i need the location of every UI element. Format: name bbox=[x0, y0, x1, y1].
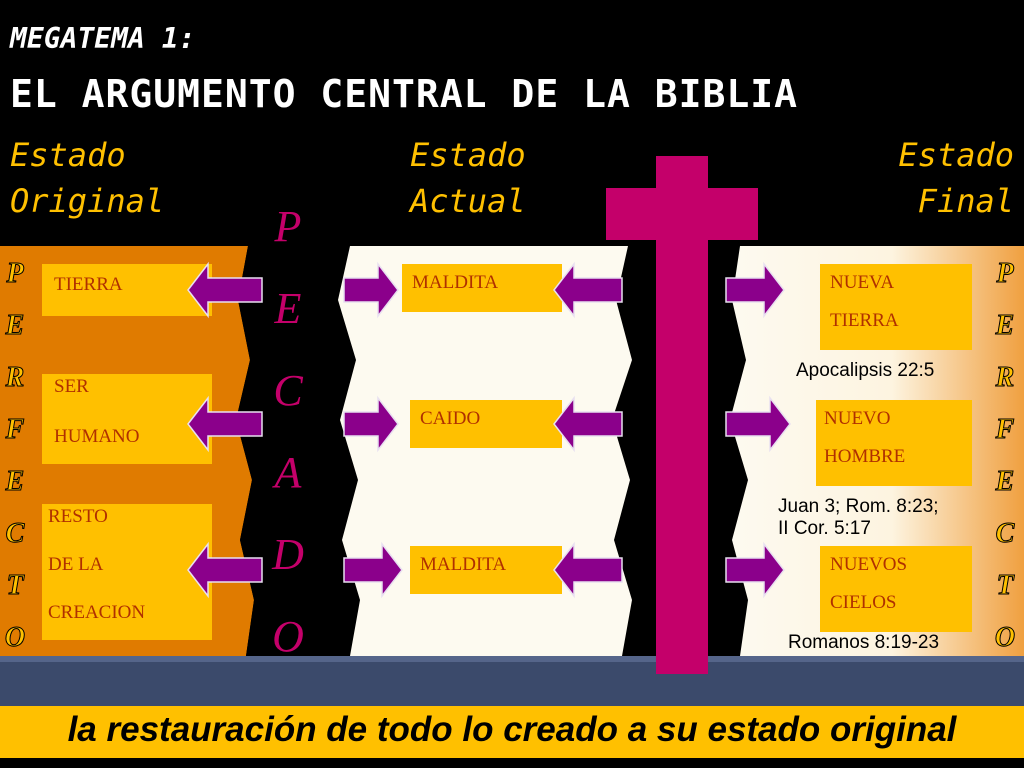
perfecto-letter: T bbox=[6, 570, 24, 602]
perfecto-letter: O bbox=[4, 622, 26, 654]
original-box-tierra: TIERRA bbox=[42, 264, 212, 316]
box-label: RESTO bbox=[48, 506, 108, 527]
perfecto-letter: T bbox=[996, 570, 1014, 602]
box-label: SER bbox=[54, 376, 89, 397]
perfecto-letter: E bbox=[995, 310, 1015, 342]
actual-box-maldita-2: MALDITA bbox=[410, 546, 562, 594]
box-label: CAIDO bbox=[420, 408, 481, 429]
footer-bar bbox=[0, 706, 1024, 758]
cross-horizontal bbox=[606, 188, 758, 240]
page-title: EL ARGUMENTO CENTRAL DE LA BIBLIA bbox=[10, 72, 798, 116]
reference-romanos: Romanos 8:19-23 bbox=[788, 632, 939, 654]
box-label: CREACION bbox=[48, 602, 146, 623]
reference-line: Romanos 8:19-23 bbox=[788, 632, 940, 653]
reference-line: Apocalipsis 22:5 bbox=[796, 360, 935, 381]
pecado-letter: P bbox=[274, 202, 302, 251]
perfecto-letter: P bbox=[996, 258, 1014, 290]
pecado-letter: E bbox=[274, 284, 302, 333]
box-label: NUEVA bbox=[830, 272, 895, 293]
perfecto-letter: O bbox=[994, 622, 1016, 654]
box-label: TIERRA bbox=[54, 274, 123, 295]
perfecto-letter: C bbox=[995, 518, 1015, 550]
perfecto-right: P E R F E C T O bbox=[990, 248, 1020, 664]
actual-box-maldita-1: MALDITA bbox=[402, 264, 562, 312]
perfecto-left: P E R F E C T O bbox=[0, 248, 30, 664]
state-original-line2: Original bbox=[10, 182, 165, 220]
footer-band-highlight bbox=[0, 656, 1024, 662]
perfecto-letter: R bbox=[995, 362, 1015, 394]
pecado-letter: A bbox=[274, 448, 302, 497]
reference-line: Juan 3; Rom. 8:23; bbox=[778, 496, 939, 517]
perfecto-letter: C bbox=[5, 518, 25, 550]
reference-apocalipsis: Apocalipsis 22:5 bbox=[796, 360, 934, 382]
pecado-band bbox=[236, 246, 360, 656]
box-label: CIELOS bbox=[830, 592, 897, 613]
box-label: MALDITA bbox=[412, 272, 499, 293]
state-original-line1: Estado bbox=[10, 136, 126, 174]
box-label: TIERRA bbox=[830, 310, 899, 331]
state-final: Estado Final bbox=[898, 132, 1014, 224]
reference-juan: Juan 3; Rom. 8:23; II Cor. 5:17 bbox=[778, 496, 939, 540]
perfecto-letter: F bbox=[5, 414, 25, 446]
state-original: Estado Original bbox=[10, 132, 164, 224]
pecado-letter: O bbox=[272, 612, 304, 661]
cross-vertical bbox=[656, 156, 708, 674]
original-box-ser-humano: SER HUMANO bbox=[42, 374, 212, 464]
state-actual: Estado Actual bbox=[410, 132, 526, 224]
state-actual-line2: Actual bbox=[410, 182, 526, 220]
perfecto-letter: R bbox=[5, 362, 25, 394]
final-box-nuevo-hombre: NUEVO HOMBRE bbox=[816, 400, 972, 486]
final-box-nueva-tierra: NUEVA TIERRA bbox=[820, 264, 972, 350]
state-actual-line1: Estado bbox=[410, 136, 526, 174]
box-label: DE LA bbox=[48, 554, 104, 575]
original-box-resto-creacion: RESTO DE LA CREACION bbox=[42, 504, 212, 640]
box-label: HUMANO bbox=[54, 426, 140, 447]
box-label: MALDITA bbox=[420, 554, 507, 575]
state-final-line2: Final bbox=[917, 182, 1014, 220]
pecado-letter: C bbox=[273, 366, 303, 415]
perfecto-letter: E bbox=[5, 466, 25, 498]
state-final-line1: Estado bbox=[898, 136, 1014, 174]
final-box-nuevos-cielos: NUEVOS CIELOS bbox=[820, 546, 972, 632]
perfecto-letter: E bbox=[5, 310, 25, 342]
pecado-letter: D bbox=[272, 530, 304, 579]
footer-text: la restauración de todo lo creado a su e… bbox=[67, 710, 957, 749]
box-label: HOMBRE bbox=[824, 446, 906, 467]
actual-box-caido: CAIDO bbox=[410, 400, 562, 448]
perfecto-letter: E bbox=[995, 466, 1015, 498]
pecado-word: P E C A D O bbox=[258, 186, 318, 678]
megatema-label: MEGATEMA 1: bbox=[10, 22, 196, 55]
footer-band bbox=[0, 656, 1024, 708]
perfecto-letter: P bbox=[6, 258, 24, 290]
box-label: NUEVO bbox=[824, 408, 891, 429]
perfecto-letter: F bbox=[995, 414, 1015, 446]
reference-line: II Cor. 5:17 bbox=[778, 518, 871, 539]
box-label: NUEVOS bbox=[830, 554, 908, 575]
